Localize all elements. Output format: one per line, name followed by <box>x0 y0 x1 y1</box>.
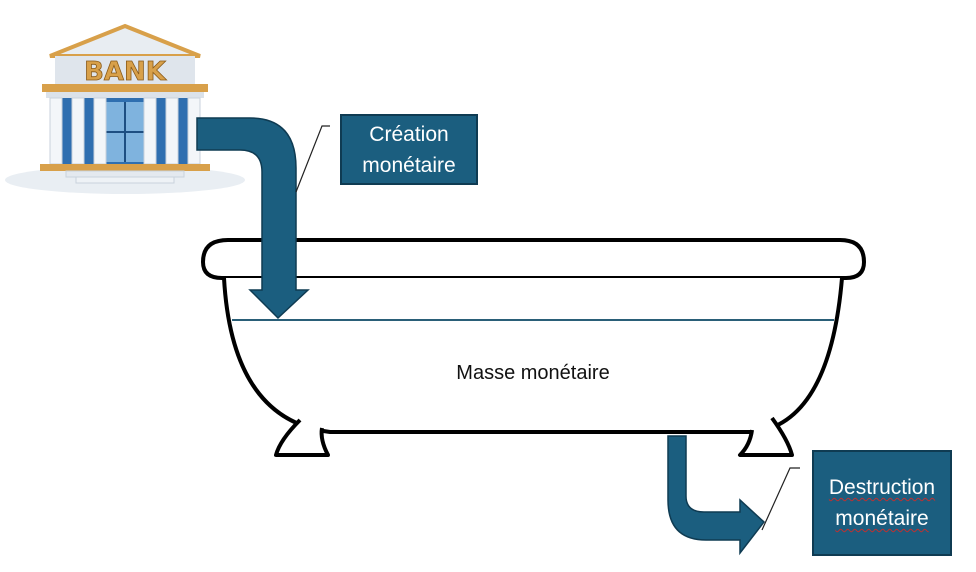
bank-sign: BANK <box>84 57 167 87</box>
money-supply-label: Masse monétaire <box>456 362 610 384</box>
bathtub-foot-right <box>738 416 794 457</box>
bathtub-foot-left <box>274 418 330 457</box>
destruction-arrow <box>667 435 766 556</box>
destruction-label-line1: Destruction <box>828 476 936 499</box>
destruction-label-line2: monétaire <box>835 507 929 530</box>
creation-label-line1: Création <box>369 122 449 146</box>
bathtub <box>201 238 866 457</box>
creation-arrow <box>196 117 310 320</box>
creation-callout-line <box>295 125 330 193</box>
bathtub-basin <box>222 277 844 434</box>
destruction-callout-line <box>761 467 800 531</box>
bank-building-icon: BANK <box>5 23 245 194</box>
creation-label-line2: monétaire <box>362 153 456 177</box>
creation-label-box: Création monétaire <box>340 114 478 185</box>
destruction-label-box: Destruction monétaire <box>812 450 952 556</box>
bathtub-rim <box>201 238 866 280</box>
